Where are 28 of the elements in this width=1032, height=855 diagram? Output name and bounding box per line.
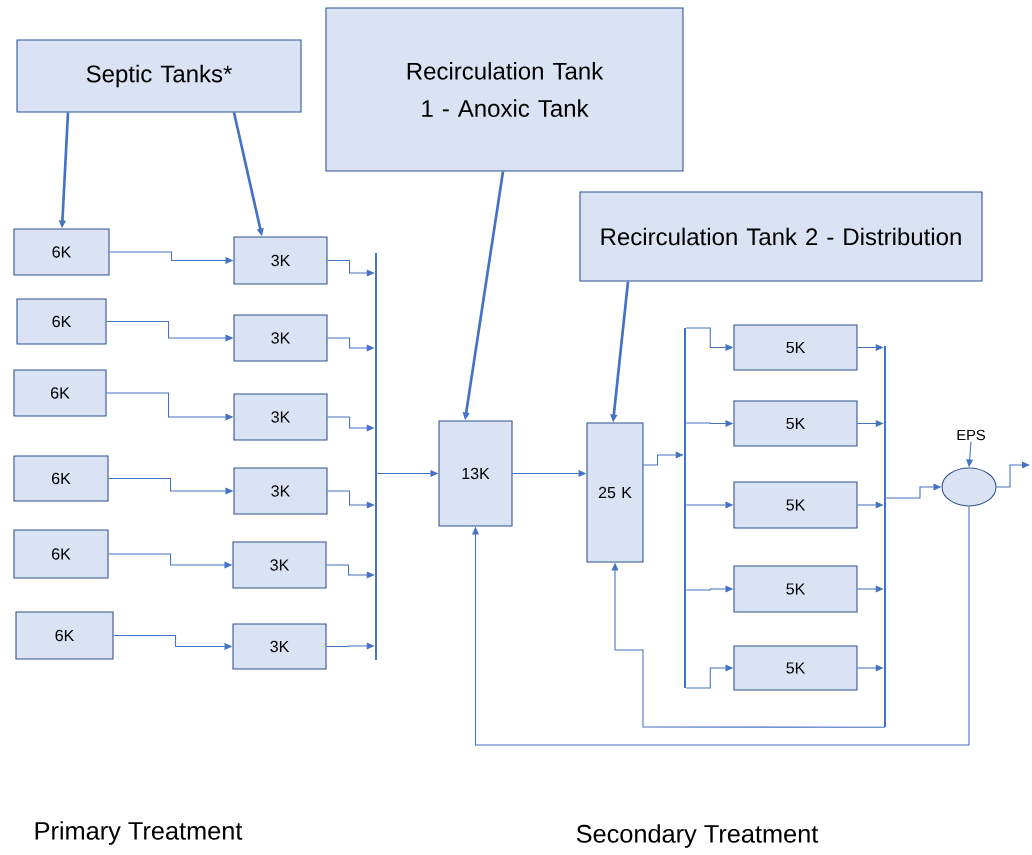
tank-box: 5K [733,565,858,613]
label-box: Septic Tanks* [16,39,302,113]
arrow [472,506,970,746]
tank-box: 5K [733,400,858,447]
tank-box: 13K [438,420,513,527]
tank-box: 6K [15,611,114,660]
tank-box: 3K [232,623,327,670]
label-box: Recirculation Tank 2 - Distribution [579,191,983,282]
tank-box: 6K [13,369,107,417]
tank-box: 3K [233,467,328,515]
node-label: EPS [957,429,985,441]
tank-box: 5K [733,481,858,529]
tank-box: 3K [233,236,328,285]
tank-box: 6K [13,228,110,276]
tank-box: 25 K [586,422,644,563]
tank-box: 6K [13,529,109,579]
section-label: Secondary Treatment [576,824,819,848]
arrow [996,461,1030,488]
tank-box: 3K [233,314,328,362]
tank-box: 3K [232,541,327,589]
tank-box: 5K [733,324,858,371]
label-box: Recirculation Tank 1 - Anoxic Tank [325,7,684,172]
tank-box: 5K [733,645,858,691]
section-label: Primary Treatment [35,821,243,845]
tank-box: 3K [233,393,328,441]
tank-box: 6K [16,298,107,345]
tank-box: 6K [13,455,109,502]
ellipse-symbol [941,467,997,507]
